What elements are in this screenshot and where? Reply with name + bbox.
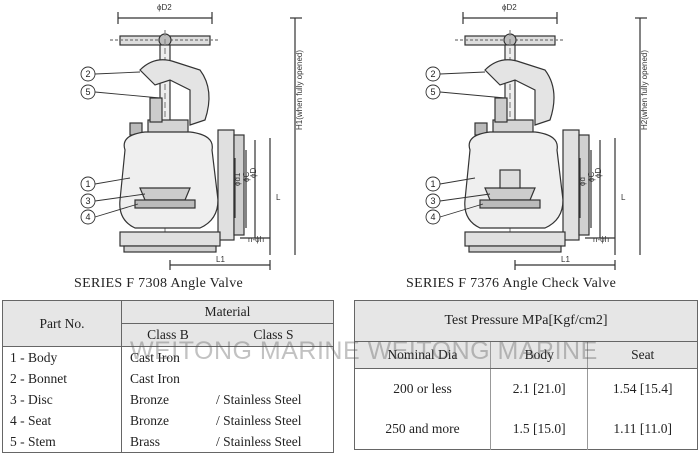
dim-d1: ϕd1 bbox=[233, 172, 242, 186]
bonnet bbox=[484, 59, 555, 126]
class-s-material: / Stainless Steel bbox=[216, 433, 302, 449]
callout-1-label: 1 bbox=[430, 179, 435, 189]
disc bbox=[484, 187, 536, 201]
callout-4 bbox=[425, 203, 484, 225]
dim-h2: H2(when fully opened) bbox=[640, 50, 649, 130]
dim-diameter: ϕD bbox=[594, 168, 603, 178]
class-s-material: / Stainless Steel bbox=[216, 391, 302, 407]
table-row: 250 and more 1.5 [15.0] 1.11 [11.0] bbox=[354, 409, 698, 450]
dim-hole: n-ϕh bbox=[248, 235, 264, 244]
side-flange bbox=[217, 129, 235, 241]
table-row: 3 - Disc Bronze / Stainless Steel bbox=[2, 389, 334, 410]
test-pressure-table: Test Pressure MPa[Kgf/cm2] Nominal Dia B… bbox=[354, 300, 698, 450]
callout-3-label: 3 bbox=[430, 196, 435, 206]
seat bbox=[134, 199, 196, 209]
callout-2-label: 2 bbox=[85, 69, 90, 79]
seat-pressure-value: 1.11 [11.0] bbox=[613, 421, 672, 436]
bonnet bbox=[139, 59, 210, 126]
callout-1 bbox=[425, 176, 476, 192]
callout-3 bbox=[425, 193, 491, 209]
class-b-material: Cast Iron bbox=[130, 370, 180, 386]
angle-check-valve-drawing: ϕD2 H2(when fully opened) L L1 n-ϕh ϕD ϕ… bbox=[425, 3, 649, 270]
callout-5 bbox=[80, 84, 161, 100]
dim-l1: L1 bbox=[216, 255, 225, 264]
seat-pressure-value: 1.54 [15.4] bbox=[612, 381, 673, 396]
caption-angle-valve: SERIES F 7308 Angle Valve bbox=[74, 276, 244, 291]
nominal-dia-value: 250 and more bbox=[354, 409, 491, 450]
header-nominal-dia: Nominal Dia bbox=[354, 341, 491, 369]
side-flange bbox=[562, 129, 580, 241]
callout-2 bbox=[80, 66, 141, 82]
header-body: Body bbox=[490, 341, 589, 369]
dim-l1: L1 bbox=[561, 255, 570, 264]
material-table: Part No. Material Class B Class S 1 - Bo… bbox=[2, 300, 334, 453]
dim-d1: ϕd bbox=[578, 177, 587, 186]
dim-c: ϕC bbox=[587, 172, 596, 182]
table-row: 5 - Stem Brass / Stainless Steel bbox=[2, 431, 334, 453]
dim-l: L bbox=[621, 193, 626, 202]
angle-valve-drawing: ϕD2 H1(when fully opened) L L1 n-ϕh ϕD ϕ… bbox=[80, 3, 304, 270]
nominal-dia-value: 200 or less bbox=[354, 368, 491, 409]
class-s-material bbox=[214, 368, 334, 389]
callout-3-label: 3 bbox=[85, 196, 90, 206]
dim-hole: n-ϕh bbox=[593, 235, 609, 244]
dim-h1: H1(when fully opened) bbox=[295, 50, 304, 130]
table-row: 4 - Seat Bronze / Stainless Steel bbox=[2, 410, 334, 431]
callout-3 bbox=[80, 193, 146, 209]
header-part-no: Part No. bbox=[2, 300, 122, 347]
callout-5 bbox=[425, 84, 506, 100]
callout-1-label: 1 bbox=[85, 179, 90, 189]
dim-c: ϕC bbox=[242, 172, 251, 182]
table-row: 1 - Body Cast Iron bbox=[2, 346, 334, 369]
callout-2-label: 2 bbox=[430, 69, 435, 79]
bottom-flange bbox=[464, 231, 566, 247]
part-label: 2 - Bonnet bbox=[2, 368, 122, 389]
body bbox=[119, 131, 219, 229]
test-pressure-title: Test Pressure MPa[Kgf/cm2] bbox=[354, 300, 698, 342]
class-b-material: Bronze bbox=[130, 412, 169, 428]
disc bbox=[139, 187, 191, 201]
header-class-b: Class B bbox=[121, 323, 214, 347]
part-label: 5 - Stem bbox=[2, 431, 122, 453]
callout-5-label: 5 bbox=[85, 87, 90, 97]
callout-1 bbox=[80, 176, 131, 192]
class-b-material: Bronze bbox=[130, 391, 169, 407]
callout-2 bbox=[425, 66, 486, 82]
body-pressure-value: 2.1 [21.0] bbox=[490, 368, 589, 409]
header-seat: Seat bbox=[587, 341, 698, 369]
callout-4-label: 4 bbox=[430, 212, 435, 222]
class-b-material: Cast Iron bbox=[130, 349, 180, 365]
part-label: 1 - Body bbox=[2, 346, 122, 368]
dim-l: L bbox=[276, 193, 281, 202]
header-class-s: Class S bbox=[214, 323, 334, 347]
dim-d2: ϕD2 bbox=[502, 3, 517, 12]
class-s-material bbox=[214, 347, 334, 369]
dim-diameter: ϕD bbox=[249, 168, 258, 178]
part-label: 4 - Seat bbox=[2, 410, 122, 431]
table-row: 200 or less 2.1 [21.0] 1.54 [15.4] bbox=[354, 368, 698, 409]
callout-5-label: 5 bbox=[430, 87, 435, 97]
table-row: 2 - Bonnet Cast Iron bbox=[2, 368, 334, 389]
seat bbox=[479, 199, 541, 209]
callout-4-label: 4 bbox=[85, 212, 90, 222]
part-label: 3 - Disc bbox=[2, 389, 122, 410]
class-s-material: / Stainless Steel bbox=[216, 412, 302, 428]
callout-4 bbox=[80, 203, 139, 225]
dim-d2: ϕD2 bbox=[157, 3, 172, 12]
class-b-material: Brass bbox=[130, 433, 160, 449]
bottom-flange bbox=[119, 231, 221, 247]
header-material: Material bbox=[121, 300, 334, 324]
caption-angle-check-valve: SERIES F 7376 Angle Check Valve bbox=[406, 276, 617, 291]
body-pressure-value: 1.5 [15.0] bbox=[490, 409, 589, 450]
